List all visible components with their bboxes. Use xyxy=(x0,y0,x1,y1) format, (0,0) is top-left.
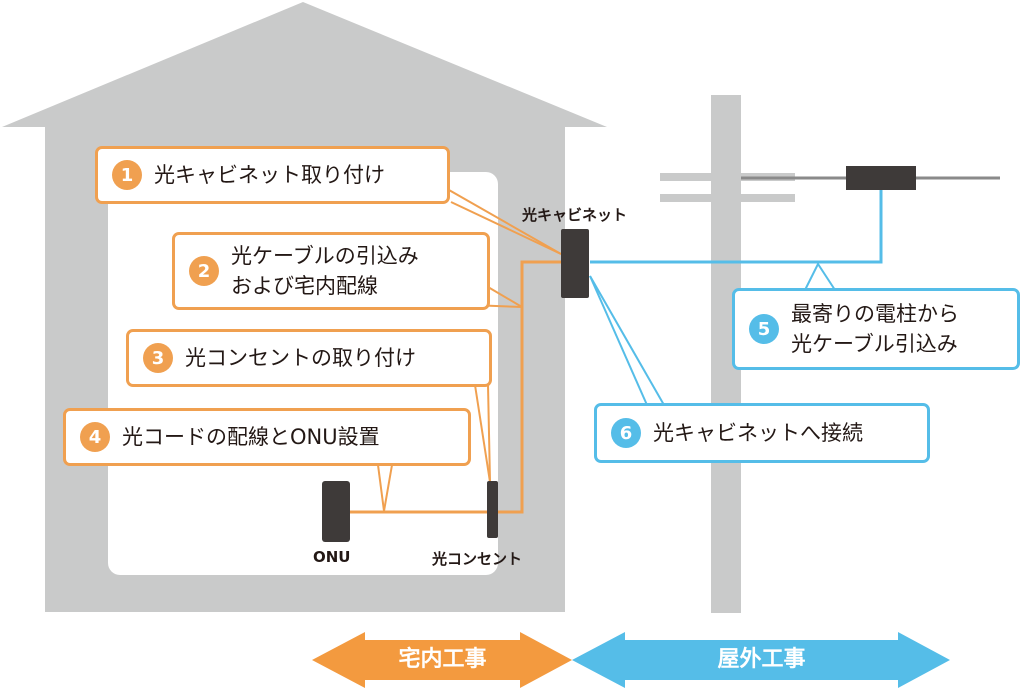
indoor-arrow xyxy=(312,632,572,688)
callout-5-line-2: 光ケーブル引込み xyxy=(791,332,958,356)
callout-2-line-1: 光ケーブルの引込み xyxy=(231,244,419,268)
callout-3-text: 光コンセントの取り付け xyxy=(185,346,416,370)
callout-5: 5 最寄りの電柱から 光ケーブル引込み xyxy=(732,288,1020,370)
step-1-badge: 1 xyxy=(112,160,142,190)
step-4-badge: 4 xyxy=(80,422,110,452)
step-6-badge: 6 xyxy=(611,418,641,448)
callout-2-leader xyxy=(487,286,523,308)
pole-crossarm-left-lower xyxy=(660,194,795,202)
callout-5-line-1: 最寄りの電柱から xyxy=(791,302,959,326)
pole-crossarm-left-upper xyxy=(660,173,795,181)
step-3-badge: 3 xyxy=(143,343,173,373)
step-2-badge: 2 xyxy=(189,256,219,286)
step-5-badge: 5 xyxy=(749,314,779,344)
indoor-cable-line xyxy=(495,260,562,514)
callout-1-text: 光キャビネット取り付け xyxy=(154,163,385,187)
callout-6-leader-b xyxy=(589,275,648,406)
callout-5-text-block: 最寄りの電柱から 光ケーブル引込み xyxy=(791,299,959,359)
callout-4: 4 光コードの配線とONU設置 xyxy=(63,408,471,466)
onu-device xyxy=(322,481,350,542)
outdoor-work-label: 屋外工事 xyxy=(717,647,806,672)
callout-3-leader-b xyxy=(487,384,491,483)
callout-4-leader xyxy=(377,464,385,512)
callout-6-text: 光キャビネットへ接続 xyxy=(653,421,863,445)
closure-on-cable xyxy=(846,166,916,190)
optical-outlet-device xyxy=(487,481,498,538)
callout-5-leader xyxy=(804,261,836,291)
indoor-work-label: 宅内工事 xyxy=(398,647,487,672)
drop-cable-line xyxy=(590,190,883,264)
onu-label: ONU xyxy=(313,548,351,566)
outdoor-arrow xyxy=(572,632,950,688)
callout-3-leader xyxy=(474,384,491,483)
optical-cabinet-device xyxy=(561,229,589,298)
callout-2-text-block: 光ケーブルの引込み および宅内配線 xyxy=(231,241,419,301)
callout-2-line-2: および宅内配線 xyxy=(231,274,378,298)
cabinet-label: 光キャビネット xyxy=(522,206,628,224)
outlet-label: 光コンセント xyxy=(432,550,523,568)
callout-1-leader-b xyxy=(450,201,562,255)
callout-4-text: 光コードの配線とONU設置 xyxy=(122,425,380,449)
callout-3: 3 光コンセントの取り付け xyxy=(126,329,492,387)
callout-6-leader xyxy=(589,275,665,406)
callout-6: 6 光キャビネットへ接続 xyxy=(594,403,930,463)
callout-1: 1 光キャビネット取り付け xyxy=(95,146,450,204)
callout-4-leader-b xyxy=(383,464,393,512)
callout-2: 2 光ケーブルの引込み および宅内配線 xyxy=(172,232,490,310)
